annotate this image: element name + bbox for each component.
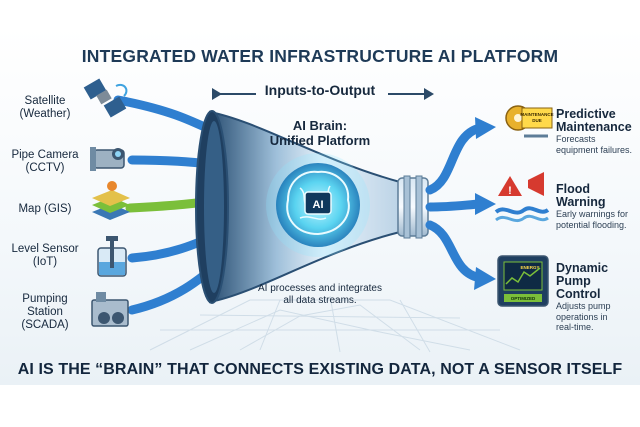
input-sensor-line2: (IoT) [32, 256, 58, 268]
output-fw-desc1: Early warnings for [556, 209, 629, 219]
output-arrowheads [474, 117, 496, 290]
satellite-icon [83, 78, 128, 118]
output-dpc-desc2: operations in [556, 311, 608, 322]
output-dpc-desc3: real-time. [556, 322, 594, 332]
map-layers-icon [92, 181, 130, 220]
svg-text:!: ! [508, 185, 512, 197]
pumping-station-icon [91, 292, 129, 327]
output-pm-title2: Maintenance [556, 120, 632, 134]
input-camera-line1: Pipe Camera [11, 149, 79, 161]
input-satellite-line1: Satellite [24, 95, 66, 107]
output-dpc-title1: Dynamic [556, 261, 609, 275]
brain-title: AI Brain: Unified Platform [250, 118, 390, 148]
output-dpc-desc1: Adjusts pump [556, 301, 611, 311]
map-grid [149, 295, 521, 353]
output-fw-title1: Flood [556, 182, 591, 196]
level-sensor-icon [97, 236, 127, 277]
input-label-pipe-camera: Pipe Camera (CCTV) [2, 149, 88, 175]
pump-screen-top: ENERGY [520, 265, 539, 270]
input-label-map: Map (GIS) [2, 203, 88, 216]
inout-arrow-right [424, 88, 434, 100]
inputs-to-output-label: Inputs-to-Output [264, 82, 376, 98]
caption-line1: AI processes and integrates [258, 283, 382, 294]
page-title: INTEGRATED WATER INFRASTRUCTURE AI PLATF… [81, 46, 559, 66]
flood-warning-icon: ! [494, 172, 550, 223]
output-predictive-maintenance: Predictive Maintenance Forecasts equipme… [556, 108, 638, 155]
pump-screen-bottom: OPTIMIZED [511, 296, 536, 301]
output-fw-desc2: potential flooding. [556, 219, 627, 230]
output-fw-title2: Warning [556, 195, 606, 209]
output-dpc-title2: Pump Control [556, 274, 601, 301]
pump-control-icon: ENERGY OPTIMIZED [497, 255, 549, 307]
input-map-line1: Map (GIS) [18, 203, 72, 215]
output-pm-title1: Predictive [556, 107, 616, 121]
maintenance-badge-text-2: DUE [532, 118, 542, 123]
input-sensor-line1: Level Sensor [11, 243, 79, 255]
input-satellite-line2: (Weather) [19, 108, 71, 120]
brain-title-line2: Unified Platform [269, 133, 371, 148]
input-label-level-sensor: Level Sensor (IoT) [2, 243, 88, 269]
input-camera-line2: (CCTV) [25, 162, 65, 174]
brain-caption: AI processes and integrates all data str… [250, 283, 390, 307]
brain-title-line1: AI Brain: [292, 118, 348, 133]
input-pump-line3: (SCADA) [21, 319, 69, 331]
output-pm-desc2: equipment failures. [556, 144, 633, 155]
maintenance-icon: MAINTENANCE DUE [505, 105, 554, 138]
caption-line2: all data streams. [283, 295, 357, 306]
input-label-pumping-station: Pumping Station (SCADA) [2, 293, 88, 332]
ai-brain: AI [266, 153, 370, 257]
inout-line-left [220, 93, 256, 95]
input-pump-line1: Pumping [22, 293, 68, 305]
footer-statement: AI IS THE “BRAIN” THAT CONNECTS EXISTING… [17, 361, 623, 378]
pipe-camera-icon [90, 147, 125, 171]
input-pump-line2: Station [27, 306, 63, 318]
inout-line-right [388, 93, 428, 95]
ai-chip [304, 191, 332, 215]
input-label-satellite: Satellite (Weather) [2, 95, 88, 121]
output-arrows [425, 123, 485, 283]
output-flood-warning: Flood Warning Early warnings for potenti… [556, 183, 638, 230]
output-dynamic-pump-control: Dynamic Pump Control Adjusts pump operat… [556, 262, 638, 333]
output-pm-desc1: Forecasts [556, 134, 596, 144]
inout-arrow-left [212, 88, 222, 100]
ai-chip-label: AI [313, 199, 324, 211]
maintenance-badge-text: MAINTENANCE [520, 112, 553, 117]
